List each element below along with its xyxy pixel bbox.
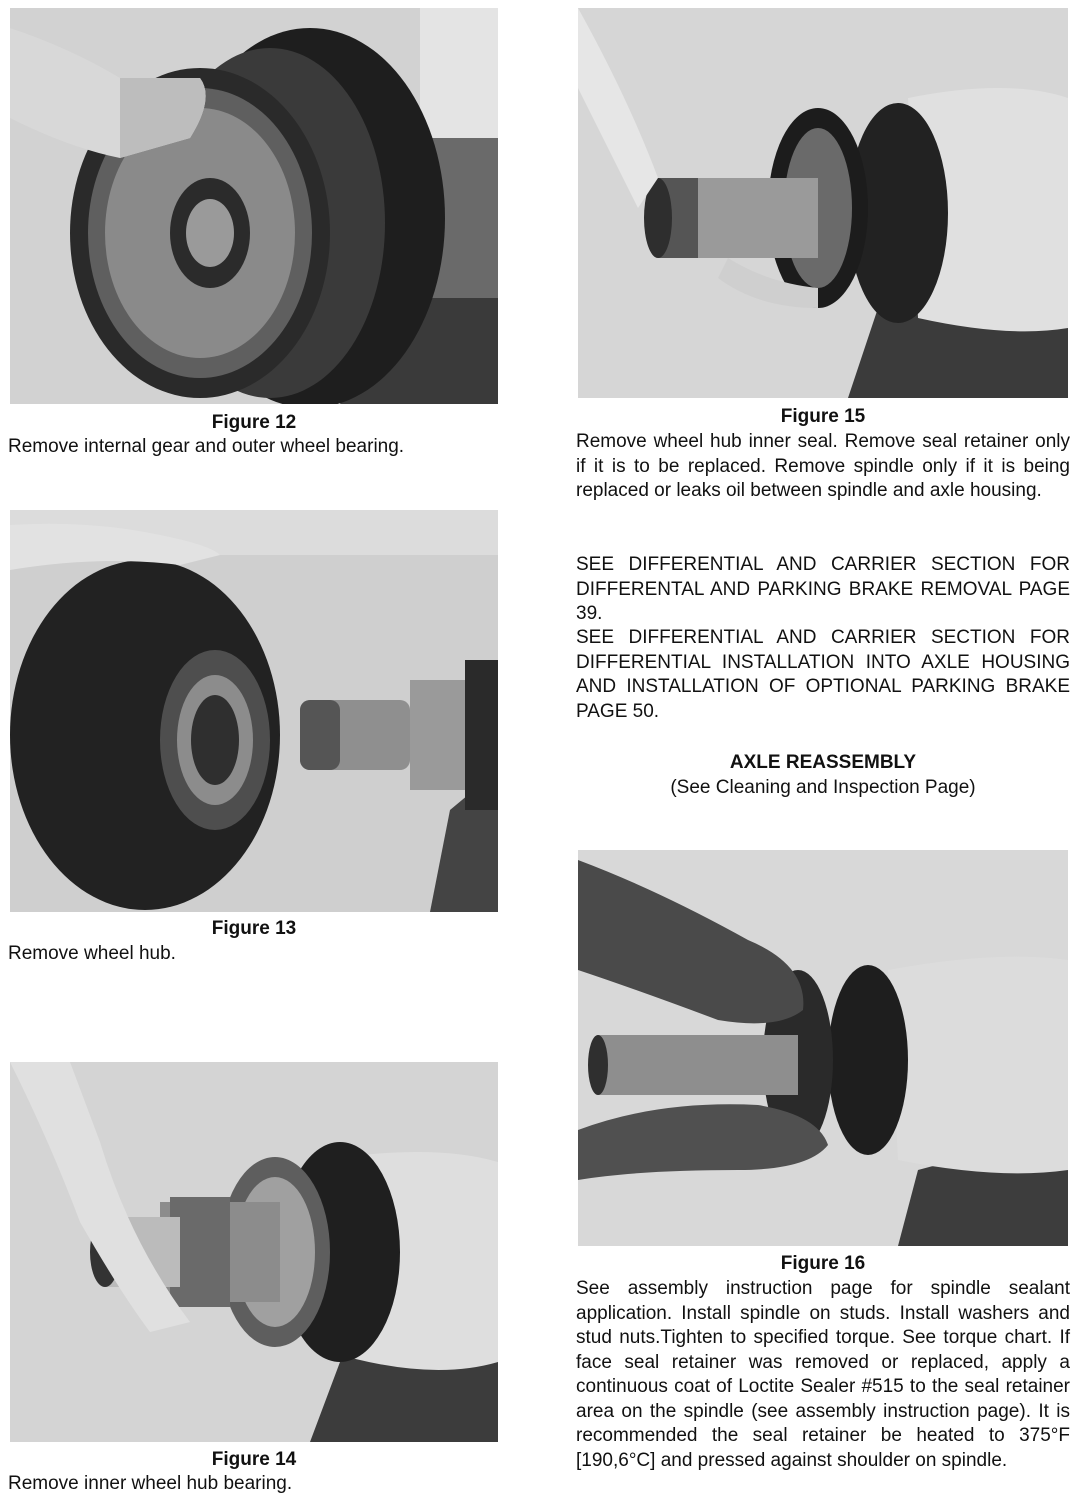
note-differential-removal: SEE DIFFERENTIAL AND CARRIER SECTION FOR…	[576, 554, 1070, 624]
figure-14-photo	[10, 1062, 498, 1442]
figure-12-caption: Remove internal gear and outer wheel bea…	[8, 436, 405, 457]
figure-15-title: Figure 15	[780, 406, 866, 427]
figure-13-caption: Remove wheel hub.	[8, 943, 176, 964]
figure-16-photo	[578, 850, 1068, 1246]
figure-12-photo	[10, 8, 498, 404]
section-subheading: (See Cleaning and Inspection Page)	[670, 777, 976, 798]
figure-15-photo	[578, 8, 1068, 398]
figure-16-caption: See assembly instruction page for spindl…	[576, 1278, 1070, 1471]
figure-12-title: Figure 12	[211, 412, 297, 433]
figure-13-title: Figure 13	[211, 918, 297, 939]
figure-14-title: Figure 14	[211, 1449, 297, 1470]
note-differential-installation: SEE DIFFERENTIAL AND CARRIER SECTION FOR…	[576, 627, 1070, 722]
section-heading: AXLE REASSEMBLY	[729, 752, 917, 773]
figure-15-caption: Remove wheel hub inner seal. Remove seal…	[576, 431, 1070, 501]
figure-14-caption: Remove inner wheel hub bearing.	[8, 1473, 293, 1494]
figure-13-photo	[10, 510, 498, 912]
figure-16-title: Figure 16	[780, 1253, 866, 1274]
